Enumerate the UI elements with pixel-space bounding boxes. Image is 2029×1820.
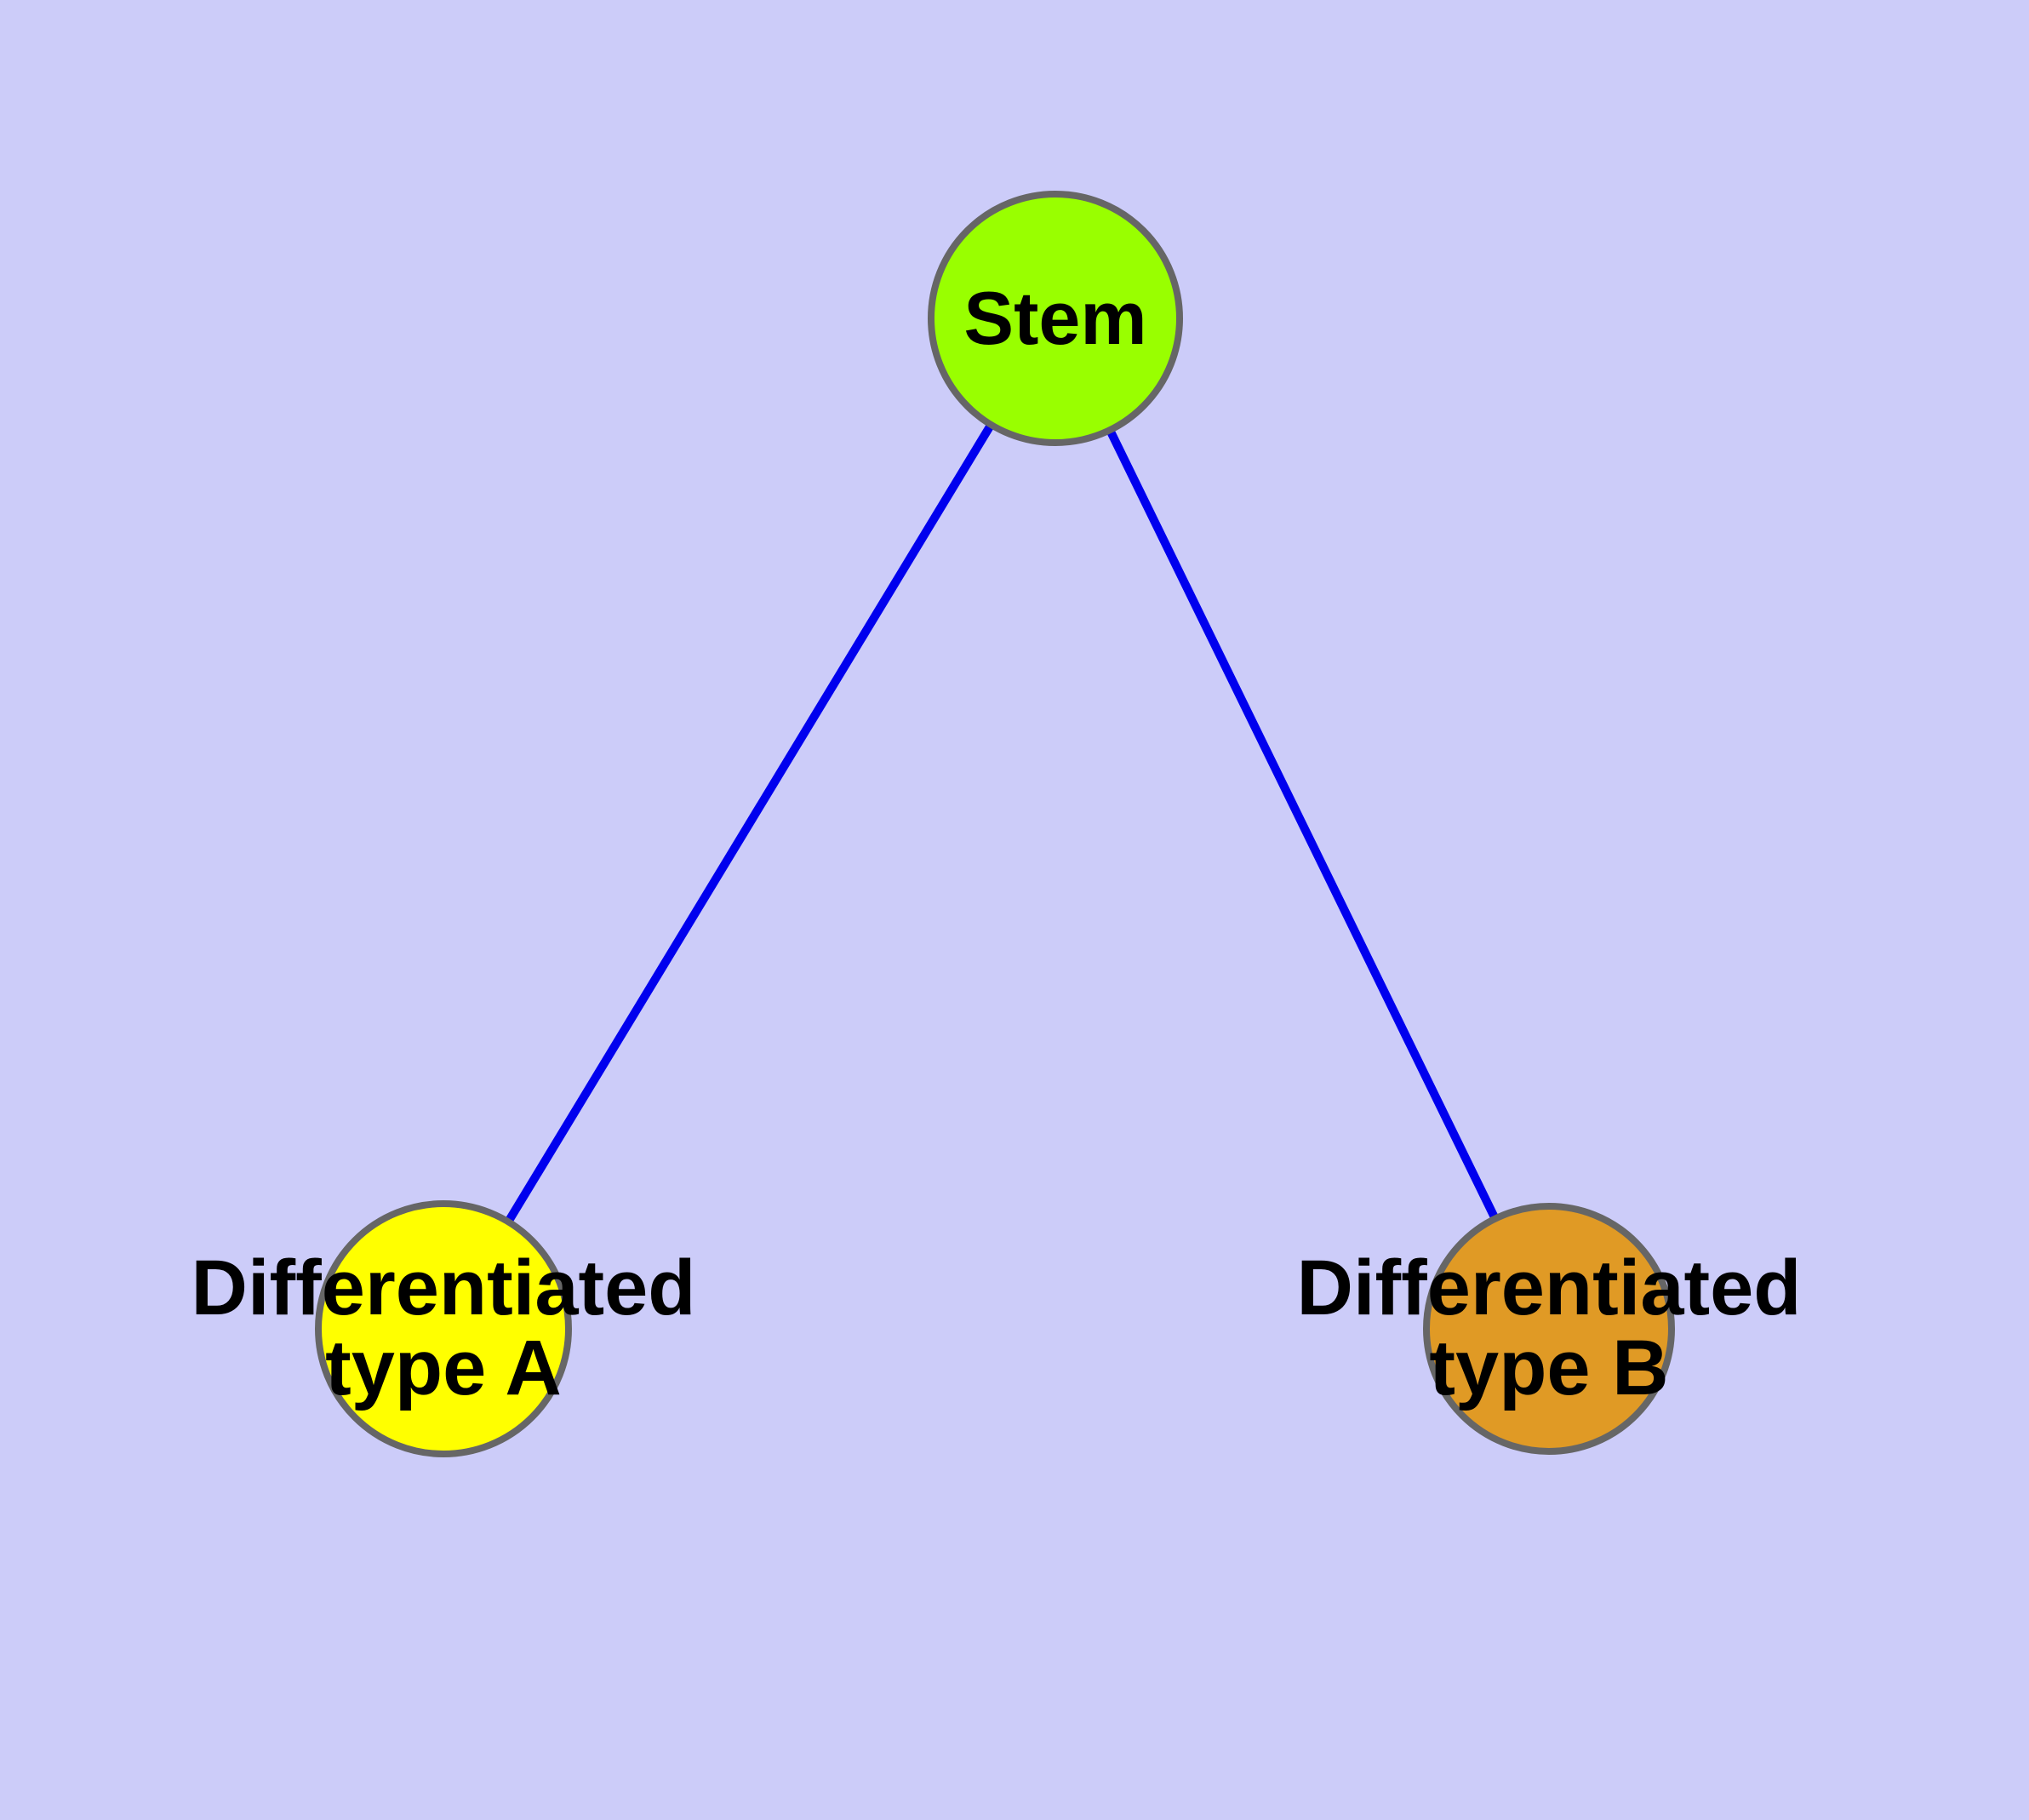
node-differentiated-type-b[interactable] bbox=[1423, 1203, 1675, 1455]
edge-layer bbox=[506, 423, 1499, 1223]
node-layer bbox=[315, 191, 1675, 1457]
node-stem[interactable] bbox=[928, 191, 1183, 446]
edge-stem-to-differentiated-type-b[interactable] bbox=[1106, 428, 1499, 1221]
node-differentiated-type-a[interactable] bbox=[315, 1200, 572, 1457]
edge-stem-to-differentiated-type-a[interactable] bbox=[506, 423, 994, 1223]
